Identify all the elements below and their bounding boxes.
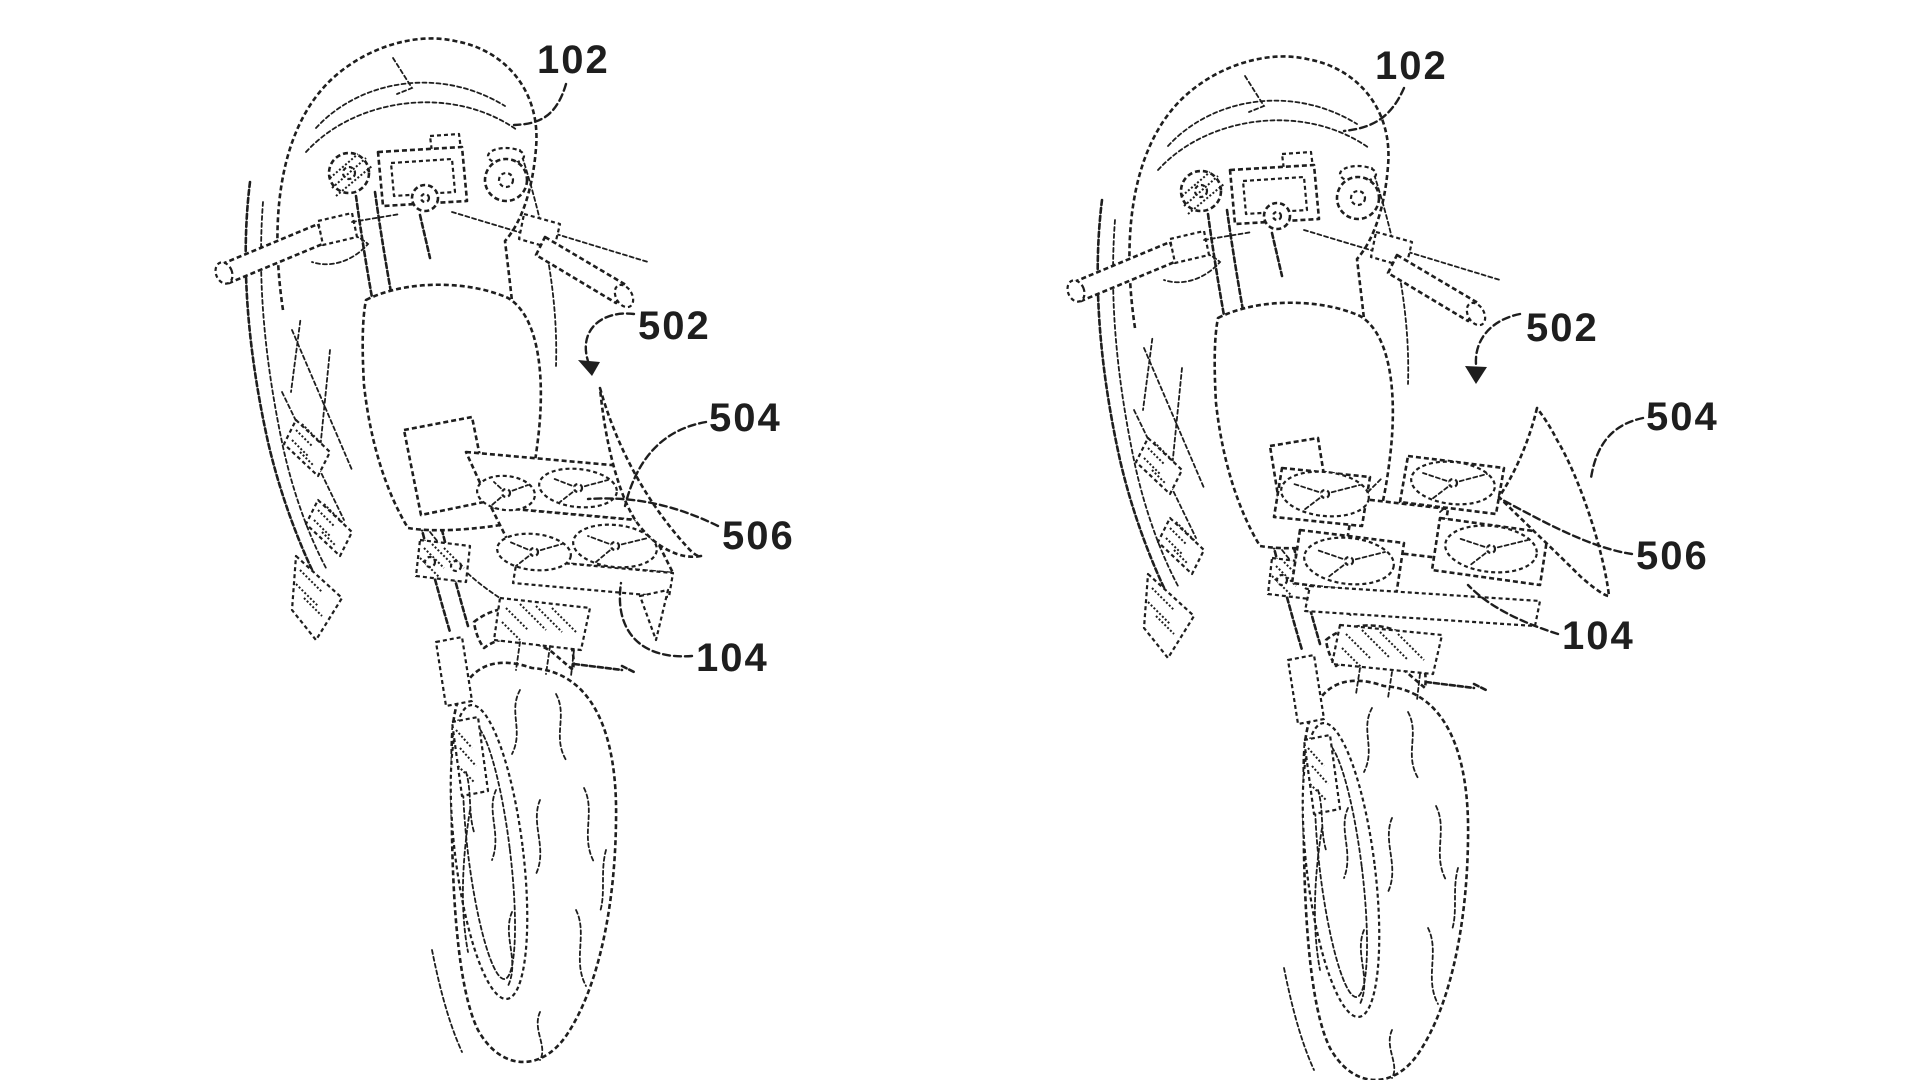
leader-104 [1466, 583, 1560, 636]
ref-label-504: 504 [1646, 395, 1719, 439]
ref-label-506: 506 [1636, 534, 1709, 578]
leader-502-arrowhead [1465, 366, 1487, 384]
ref-label-102: 102 [1375, 44, 1448, 88]
leader-506 [586, 497, 720, 528]
figure-left: 102 502 504 506 104 [211, 37, 795, 1064]
ref-label-104: 104 [696, 636, 769, 680]
ref-label-502: 502 [1526, 306, 1599, 350]
leader-502 [1474, 312, 1522, 374]
ref-label-506: 506 [722, 514, 795, 558]
ref-label-102: 102 [537, 38, 610, 82]
ref-label-104: 104 [1562, 614, 1635, 658]
reference-labels-right: 102 502 504 506 104 [1375, 44, 1719, 658]
ref-label-502: 502 [638, 304, 711, 348]
leader-504 [623, 420, 708, 508]
ref-label-504: 504 [709, 396, 782, 440]
leader-502 [584, 312, 636, 366]
leader-502-arrowhead [578, 360, 600, 376]
leader-104 [618, 581, 694, 658]
leader-102 [1342, 86, 1406, 133]
figure-right: 102 502 504 506 104 [1063, 44, 1719, 1080]
leader-lines-left [512, 82, 720, 658]
leader-504 [1589, 416, 1645, 480]
leader-102 [512, 82, 568, 127]
reference-labels-left: 102 502 504 506 104 [537, 38, 795, 680]
leader-lines-right [1342, 86, 1645, 636]
leader-506 [1497, 496, 1634, 556]
